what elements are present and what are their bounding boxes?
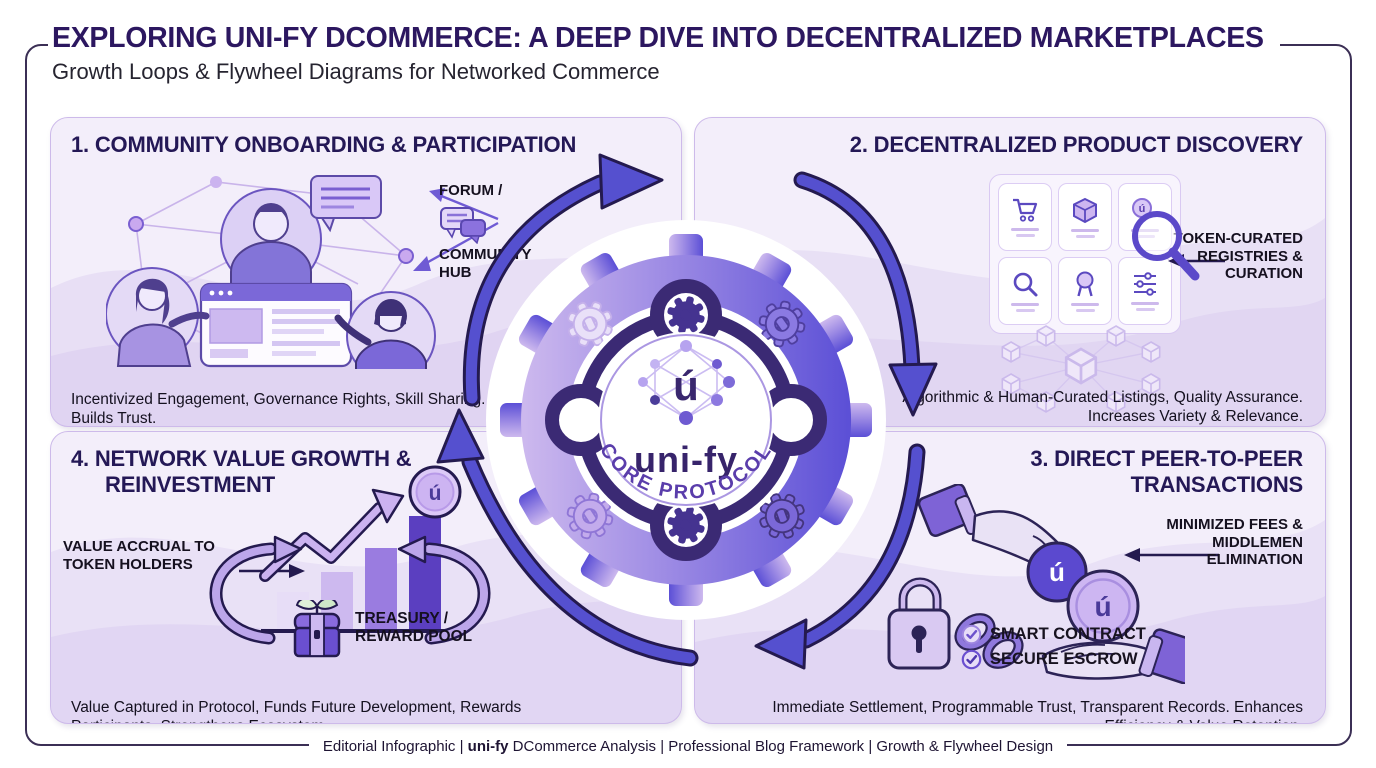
q2-title: 2. DECENTRALIZED PRODUCT DISCOVERY	[849, 132, 1303, 157]
cube-network-illustration	[1001, 325, 1161, 413]
unify-network-logo: ú	[638, 340, 735, 425]
forum-label: FORUM /	[439, 182, 503, 199]
badge-icon	[1076, 271, 1094, 297]
value-accrual-label: VALUE ACCRUAL TO TOKEN HOLDERS	[63, 538, 215, 573]
treasure-chest-icon	[293, 600, 341, 658]
q3-caption: Immediate Settlement, Programmable Trust…	[772, 698, 1303, 724]
token-curated-label: TOKEN-CURATED REGISTRIES & CURATION	[1173, 230, 1303, 283]
package-icon	[1073, 197, 1097, 223]
q4-title: 4. NETWORK VALUE GROWTH & REINVESTMENT	[71, 446, 412, 497]
search-icon	[1013, 272, 1037, 296]
community-illustration	[106, 175, 436, 369]
q3-title: 3. DIRECT PEER-TO-PEER TRANSACTIONS	[1030, 446, 1303, 497]
page-subtitle: Growth Loops & Flywheel Diagrams for Net…	[52, 59, 660, 84]
q1-title: 1. COMMUNITY ONBOARDING & PARTICIPATION	[71, 132, 577, 157]
footer-suffix: DCommerce Analysis | Professional Blog F…	[508, 738, 1054, 755]
p2p-transaction-illustration: ú ú	[887, 484, 1185, 684]
footer: Editorial Infographic | uni-fy DCommerce…	[0, 736, 1376, 757]
coin-glyph: ú	[1049, 557, 1065, 587]
magnifier-overlay-icon	[1132, 211, 1200, 281]
footer-prefix: Editorial Infographic |	[322, 738, 468, 755]
label-arrow-left	[1124, 548, 1219, 562]
logo-glyph: ú	[673, 362, 699, 409]
secure-escrow-label: SECURE ESCROW	[990, 650, 1138, 668]
listing-card	[998, 257, 1052, 325]
listing-card-grid: ú	[989, 174, 1181, 334]
treasury-label: TREASURY / REWARD POOL	[355, 610, 473, 646]
check-circle-icon	[961, 649, 982, 670]
flywheel-graphic: ú uni-fy CORE PROTOCOL	[500, 234, 872, 606]
page-header: EXPLORING UNI-FY DCOMMERCE: A DEEP DIVE …	[48, 22, 1280, 89]
check-circle-icon	[961, 624, 982, 645]
q1-caption: Incentivized Engagement, Governance Righ…	[71, 390, 486, 427]
page-title: EXPLORING UNI-FY DCOMMERCE: A DEEP DIVE …	[52, 22, 1264, 54]
q4-caption: Value Captured in Protocol, Funds Future…	[71, 698, 522, 724]
minimized-fees-label: MINIMIZED FEES & MIDDLEMEN ELIMINATION	[1166, 516, 1303, 569]
smart-contract-label: SMART CONTRACT	[990, 625, 1146, 643]
coin-glyph: ú	[429, 482, 442, 505]
listing-card	[1058, 183, 1112, 251]
smart-contract-row: SMART CONTRACT	[961, 624, 1146, 645]
svg-text:ú: ú	[1139, 203, 1146, 215]
chat-bubbles-icon	[440, 207, 486, 244]
listing-card	[1058, 257, 1112, 325]
listing-card	[998, 183, 1052, 251]
coin-glyph: ú	[1094, 591, 1111, 622]
listing-card	[1118, 257, 1172, 325]
q2-caption: Algorithmic & Human-Curated Listings, Qu…	[902, 388, 1303, 426]
secure-escrow-row: SECURE ESCROW	[961, 649, 1138, 670]
footer-brand: uni-fy	[467, 738, 509, 755]
filter-sliders-icon	[1134, 272, 1156, 296]
cart-icon	[1013, 198, 1038, 222]
core-protocol-flywheel: ú uni-fy CORE PROTOCOL	[486, 220, 886, 620]
